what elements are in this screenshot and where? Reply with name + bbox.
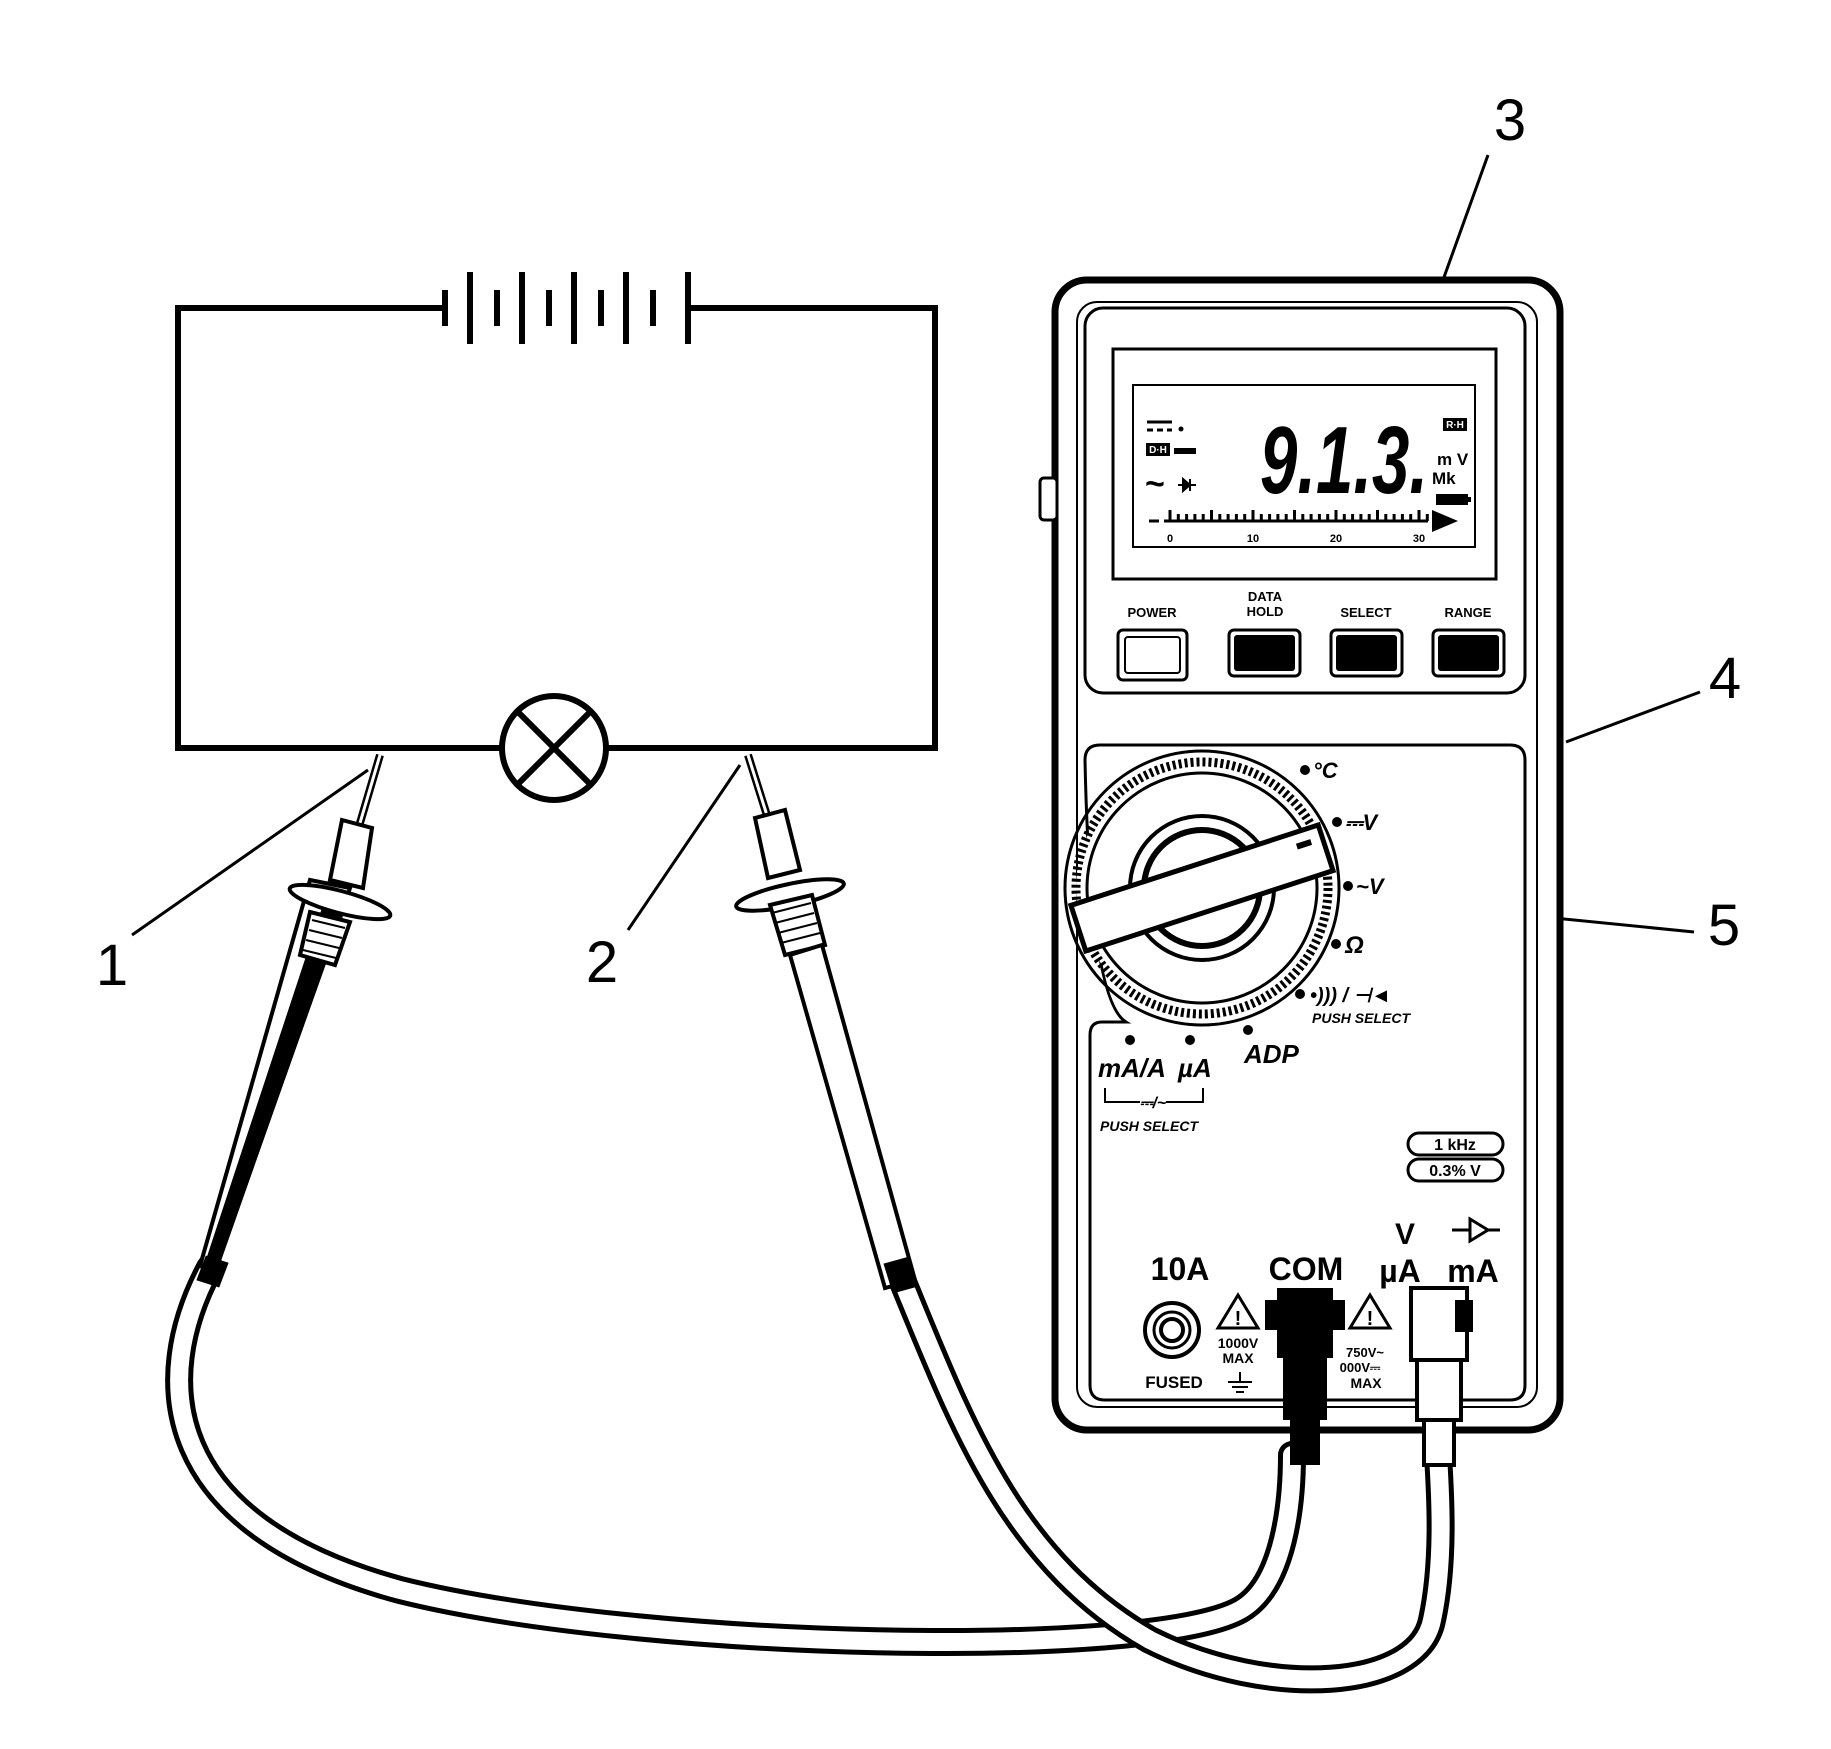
callout-2: 2 (586, 930, 618, 995)
spec-badges: 1 kHz 0.3% V (1406, 1131, 1505, 1183)
jack-label-ma: mA (1447, 1253, 1499, 1289)
jack-label-10a: 10A (1151, 1251, 1210, 1287)
dh-flag-box (1146, 443, 1170, 456)
jack-label-ua: µA (1379, 1253, 1421, 1289)
dial-label-ohm: Ω (1344, 932, 1364, 959)
dial-label-ma-a: mA/A (1098, 1053, 1166, 1083)
red-lead-cable-core (891, 1266, 1450, 1689)
probe-body-1 (327, 817, 375, 891)
callout-5: 5 (1708, 893, 1740, 958)
lcd-units-bottom: Mk (1432, 469, 1456, 488)
leader-2 (626, 764, 742, 931)
lcd-units-top: m V (1437, 450, 1469, 469)
power-button[interactable] (1116, 628, 1189, 682)
lcd-reading: 9.1.3. (1260, 407, 1428, 514)
dh-flag: D·H (1149, 445, 1167, 456)
dc-symbol-icon (1147, 420, 1172, 432)
com-jack-black-plug[interactable] (1265, 1288, 1345, 1465)
diode-small-icon (1178, 476, 1196, 494)
circuit (175, 272, 938, 803)
black-lead-cable-core (170, 1259, 1301, 1652)
dial-label-ac-dc: ⎓/~ (1140, 1095, 1167, 1112)
svg-text:!: ! (1367, 1308, 1374, 1330)
analog-bargraph (1149, 510, 1458, 532)
multimeter: D·H ~ 9.1.3. R·H m V Mk (1038, 276, 1564, 1467)
side-clip (1038, 476, 1059, 522)
data-hold-label-bottom: HOLD (1247, 604, 1284, 619)
callout-numbers: 1 2 3 4 5 (96, 88, 1741, 998)
power-button-label: POWER (1127, 605, 1177, 620)
spec-accuracy: 0.3% V (1429, 1163, 1481, 1180)
rh-flag-box (1443, 418, 1467, 431)
red-test-probe[interactable] (734, 753, 919, 1294)
battery-symbol-icon (442, 272, 691, 344)
dial-label-celsius: °C (1313, 758, 1339, 783)
diode-icon (1452, 1216, 1500, 1244)
jack-10a[interactable] (1143, 1301, 1201, 1359)
jack-label-v: V (1395, 1218, 1415, 1251)
black-test-probe[interactable] (196, 753, 393, 1288)
svg-text:!: ! (1235, 1308, 1242, 1330)
dial-push-select-right: PUSH SELECT (1312, 1010, 1411, 1026)
dial-push-select-left: PUSH SELECT (1100, 1118, 1199, 1134)
max-label-1: MAX (1222, 1350, 1254, 1366)
battery-low-icon (1436, 494, 1471, 505)
probe-guard-1 (287, 882, 393, 922)
max-label-2: MAX (1350, 1375, 1382, 1391)
jack-labels: 10A COM V µA mA (1151, 1216, 1500, 1289)
callout-1: 1 (96, 933, 128, 998)
dial-labels: °C ⎓V ~V Ω •))) / ⊣◄ PUSH SELECT ADP mA/… (1098, 758, 1411, 1134)
scale-tick-10: 10 (1247, 533, 1259, 545)
scale-tick-0: 0 (1167, 533, 1173, 545)
data-hold-label-top: DATA (1248, 589, 1283, 604)
test-lead-cables (165, 1254, 1455, 1694)
max-1000v: 1000V (1218, 1335, 1259, 1351)
select-button[interactable] (1329, 628, 1404, 678)
lcd-display: D·H ~ 9.1.3. R·H m V Mk (1111, 347, 1498, 581)
rh-flag: R·H (1446, 420, 1464, 431)
ground-symbol-icon (1228, 1372, 1252, 1393)
circuit-wire (175, 305, 938, 751)
callout-4: 4 (1709, 646, 1741, 711)
button-row: POWER DATA HOLD SELECT RANGE (1116, 589, 1506, 682)
jack-label-com: COM (1269, 1251, 1344, 1287)
data-hold-button[interactable] (1227, 628, 1302, 678)
probe-body-2 (752, 807, 803, 881)
warning-triangle-icon: ! (1347, 1292, 1393, 1330)
dial-label-adp: ADP (1243, 1039, 1300, 1069)
warning-triangle-icon: ! (1215, 1292, 1261, 1330)
scale-tick-20: 20 (1330, 533, 1342, 545)
dial-label-continuity-diode: •))) / ⊣◄ (1310, 985, 1391, 1007)
dial-label-acv: ~V (1356, 874, 1386, 899)
leader-4 (1565, 690, 1701, 744)
ac-symbol-icon: ~ (1145, 465, 1165, 503)
minus-sign (1174, 448, 1196, 454)
rotary-selector[interactable] (1063, 749, 1341, 1027)
leader-1 (131, 768, 369, 937)
scale-tick-30: 30 (1413, 533, 1425, 545)
range-button[interactable] (1431, 628, 1506, 678)
dial-pointer (1067, 821, 1337, 955)
select-button-label: SELECT (1340, 605, 1391, 620)
dial-label-ua: µA (1177, 1053, 1212, 1083)
range-button-label: RANGE (1445, 605, 1492, 620)
v-jack-red-plug[interactable] (1409, 1286, 1473, 1467)
lamp-symbol-icon (499, 693, 609, 803)
max-000v: 000V⎓ (1340, 1360, 1381, 1375)
spec-frequency: 1 kHz (1434, 1137, 1476, 1154)
fused-label: FUSED (1145, 1373, 1203, 1392)
callout-3: 3 (1494, 88, 1526, 153)
max-750v: 750V~ (1346, 1345, 1384, 1360)
dial-label-dcv: ⎓V (1345, 810, 1380, 835)
